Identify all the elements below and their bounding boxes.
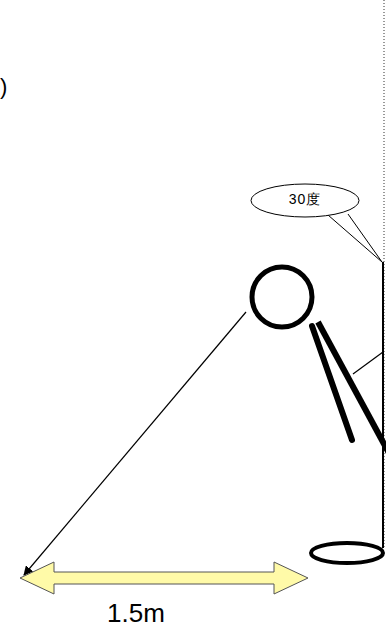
head-circle bbox=[252, 267, 312, 327]
angle-mark bbox=[353, 352, 383, 374]
callout-pointer bbox=[328, 215, 382, 262]
dimension-label: 1.5m bbox=[107, 598, 165, 629]
cut-text: ) bbox=[0, 74, 7, 100]
distance-arrow bbox=[20, 562, 308, 594]
bubble-ellipse bbox=[251, 184, 359, 217]
callout-pointer bbox=[348, 214, 382, 262]
callout-bubble: 30度 bbox=[250, 183, 360, 218]
vertical-line bbox=[382, 262, 384, 548]
vertical-reference bbox=[384, 0, 385, 548]
fall-arrow bbox=[24, 312, 246, 575]
foot-ellipse bbox=[311, 543, 383, 563]
angle-text: 30度 bbox=[289, 191, 322, 209]
body-line bbox=[318, 322, 386, 455]
